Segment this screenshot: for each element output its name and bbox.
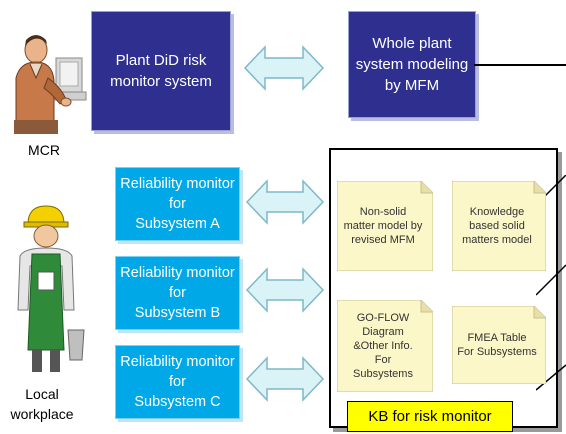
note-shape-non-solid bbox=[337, 181, 433, 271]
double-arrow-c bbox=[245, 356, 325, 402]
local-workplace-label: Local workplace bbox=[10, 386, 74, 422]
connector-line bbox=[474, 64, 566, 66]
operator-figure bbox=[14, 35, 87, 134]
note-knowledge-based-solid-matters: Knowledge based solid matters model bbox=[462, 206, 532, 246]
note-shape-goflow bbox=[337, 300, 433, 392]
note-non-solid-matter-model: Non-solid matter model by revised MFM bbox=[343, 206, 423, 246]
double-arrow-b bbox=[245, 267, 325, 313]
double-arrow-a bbox=[245, 179, 325, 225]
note-shape-fmea bbox=[452, 306, 546, 384]
worker-figure bbox=[17, 205, 85, 372]
reliability-monitor-subsystem-b: Reliability monitor for Subsystem B bbox=[115, 256, 240, 330]
whole-plant-modeling-box: Whole plant system modeling by MFM bbox=[348, 11, 476, 118]
note-fmea-table: FMEA Table For Subsystems bbox=[457, 332, 537, 358]
note-goflow-diagram: GO-FLOW Diagram &Other Info. For Subsyst… bbox=[353, 312, 413, 380]
kb-title-label: KB for risk monitor bbox=[347, 401, 513, 432]
reliability-monitor-subsystem-c: Reliability monitor for Subsystem C bbox=[115, 345, 240, 419]
mcr-label: MCR bbox=[28, 142, 60, 158]
note-shape-knowledge bbox=[452, 181, 546, 271]
plant-did-risk-monitor-box: Plant DiD risk monitor system bbox=[91, 11, 231, 131]
double-arrow-top bbox=[243, 45, 325, 91]
reliability-monitor-subsystem-a: Reliability monitor for Subsystem A bbox=[115, 167, 240, 241]
